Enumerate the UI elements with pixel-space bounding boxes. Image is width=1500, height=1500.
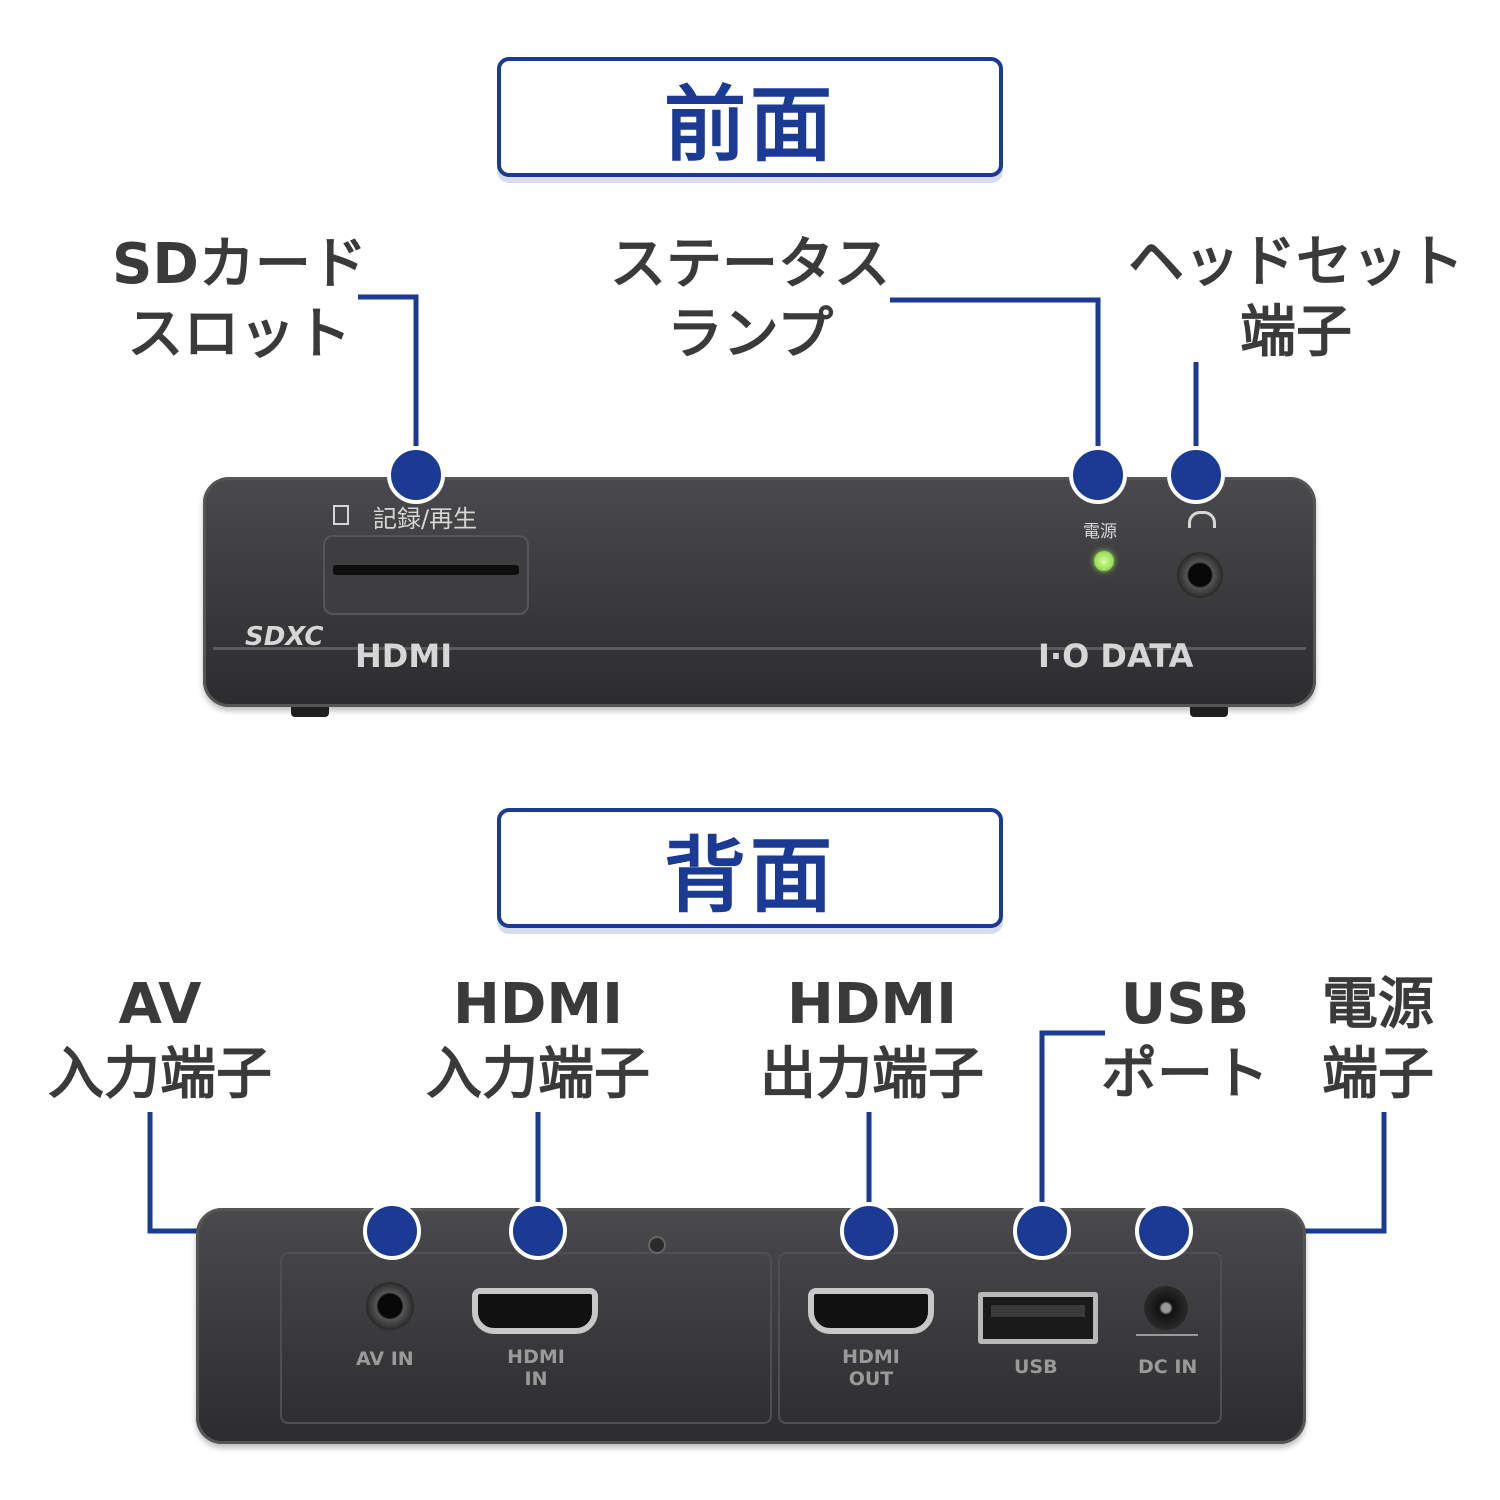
sd-slot-callout-line	[358, 294, 419, 475]
hdmi-out-marker	[840, 1202, 898, 1260]
front-panel: 記録/再生 電源 SDXC HDMI I·O DATA	[203, 477, 1316, 717]
hdmi-out-label: HDMI 出力端子	[760, 972, 984, 1107]
power-caption: 電源	[1083, 522, 1117, 542]
usb-caption: USB	[1014, 1356, 1058, 1378]
status-lamp-callout-line	[890, 297, 1101, 475]
dc-in-caption: DC IN	[1138, 1356, 1198, 1378]
hdmi-out-port[interactable]	[808, 1288, 934, 1334]
hdmi-in-port[interactable]	[472, 1288, 598, 1334]
headset-icon	[1188, 511, 1216, 528]
hdmi-in-marker	[509, 1202, 567, 1260]
sd-slot-label: SDカード スロット	[112, 232, 367, 367]
headset-jack[interactable]	[1177, 552, 1223, 598]
power-marker	[1135, 1202, 1193, 1260]
back-title: 背面	[497, 808, 1003, 928]
headset-marker	[1167, 446, 1225, 504]
power-label: 電源 端子	[1322, 972, 1434, 1107]
av-in-jack[interactable]	[366, 1282, 414, 1330]
sd-card-icon	[333, 505, 349, 525]
sd-slot-marker	[387, 446, 445, 504]
av-in-marker	[363, 1202, 421, 1260]
av-in-caption: AV IN	[356, 1348, 414, 1370]
usb-port[interactable]	[978, 1292, 1098, 1344]
sd-card-slot[interactable]	[323, 535, 529, 615]
status-lamp-marker	[1069, 446, 1127, 504]
hdmi-in-label: HDMI 入力端子	[426, 972, 650, 1107]
status-lamp-label: ステータス ランプ	[610, 232, 890, 367]
front-title: 前面	[497, 57, 1003, 177]
brand-logo: I·O DATA	[1038, 637, 1194, 675]
dc-polarity-icon	[1136, 1334, 1198, 1336]
headset-label: ヘッドセット 端子	[1128, 230, 1464, 365]
av-in-label: AV 入力端子	[48, 972, 272, 1107]
usb-marker	[1013, 1202, 1071, 1260]
status-lamp	[1094, 551, 1114, 571]
sdxc-logo: SDXC	[245, 622, 324, 652]
hdmi-in-caption: HDMI IN	[507, 1346, 565, 1390]
hdmi-logo: HDMI	[355, 637, 453, 675]
slot-caption: 記録/再生	[373, 505, 478, 533]
usb-callout-line	[1039, 1030, 1105, 1231]
dc-in-jack[interactable]	[1144, 1286, 1188, 1330]
hdmi-out-caption: HDMI OUT	[842, 1346, 900, 1390]
usb-label: USB ポート	[1101, 972, 1269, 1107]
screw	[648, 1236, 666, 1254]
